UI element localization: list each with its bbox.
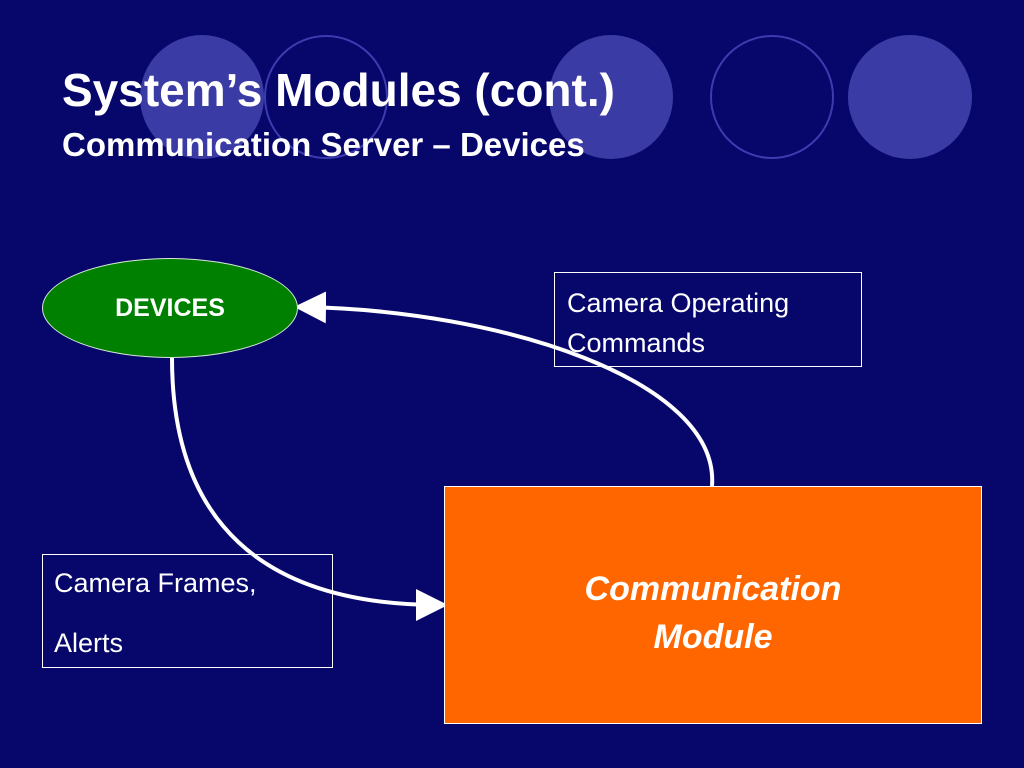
camera-frames-line1: Camera Frames, — [54, 568, 257, 598]
camera-commands-line2: Commands — [567, 328, 706, 358]
decor-circle-outline — [264, 35, 388, 159]
camera-commands-label: Camera Operating Commands — [554, 272, 862, 367]
camera-frames-line2: Alerts — [54, 628, 124, 658]
decor-circle — [140, 35, 264, 159]
communication-module-line2: Module — [653, 618, 773, 656]
slide-subtitle: Communication Server – Devices — [62, 126, 585, 163]
decor-circle — [549, 35, 673, 159]
camera-commands-line1: Camera Operating — [567, 288, 790, 318]
communication-module-line1: Communication — [584, 570, 842, 608]
devices-label: DEVICES — [115, 293, 225, 322]
decor-circle — [848, 35, 972, 159]
slide-title: System’s Modules (cont.) — [62, 64, 615, 116]
decor-circle-outline — [710, 35, 834, 159]
camera-frames-label: Camera Frames, Alerts — [42, 554, 333, 668]
devices-node: DEVICES — [42, 258, 298, 358]
communication-module-label: Communication Module — [445, 565, 981, 661]
communication-module-node: Communication Module — [444, 486, 982, 724]
